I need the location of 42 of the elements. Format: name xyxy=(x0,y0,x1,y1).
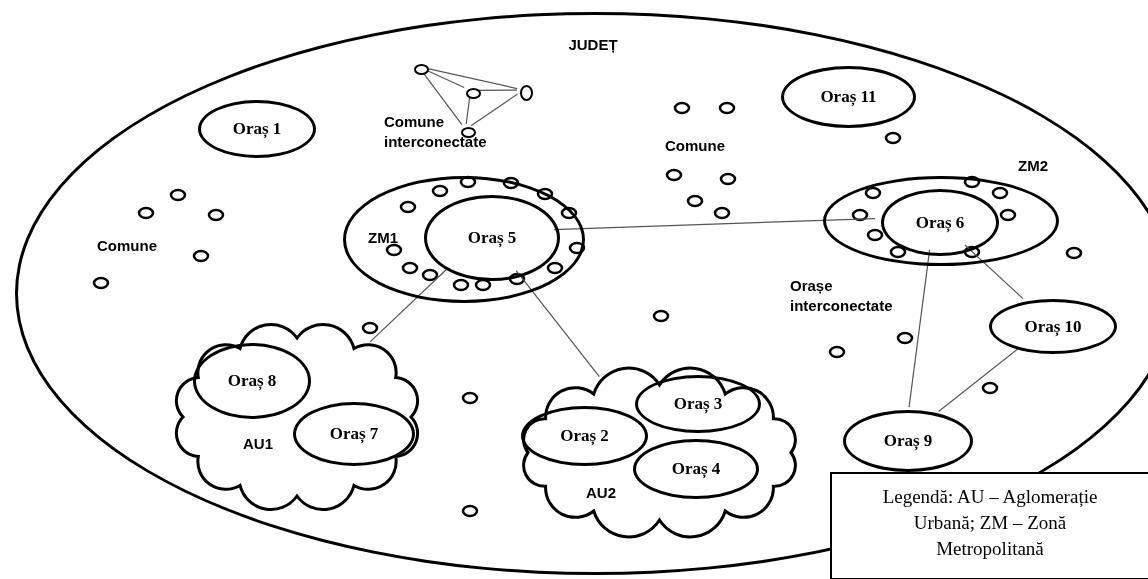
connector-line xyxy=(470,93,519,127)
city-label: Oraș 1 xyxy=(232,118,282,141)
connector-line xyxy=(964,244,1024,300)
ellipse-shape xyxy=(989,299,1117,354)
city-label: Oraș 3 xyxy=(673,393,723,416)
area-label: JUDEȚ xyxy=(568,34,618,55)
ellipse-shape xyxy=(881,189,999,256)
city-label: Oraș 7 xyxy=(329,423,379,446)
connector-line xyxy=(369,267,449,343)
ellipse-shape xyxy=(198,100,316,158)
city-label: Oraș 9 xyxy=(883,430,933,453)
area-label: ZM2 xyxy=(1018,155,1048,176)
ellipse-shape xyxy=(635,375,761,433)
ellipse-shape xyxy=(193,343,311,419)
city-label: Oraș 5 xyxy=(467,227,517,250)
ellipse-shape xyxy=(633,439,759,499)
area-label: Orașe interconectate xyxy=(790,276,894,316)
ellipse-shape xyxy=(343,176,585,303)
area-label: Comune xyxy=(665,136,726,156)
area-label: AU2 xyxy=(586,482,616,503)
connector-line xyxy=(553,217,876,231)
area-label: AU1 xyxy=(243,433,273,454)
connector-line xyxy=(938,347,1020,413)
city-label: Oraș 10 xyxy=(1024,315,1082,338)
connector-line xyxy=(515,269,600,378)
area-label: Comune xyxy=(97,236,158,256)
small-circle xyxy=(520,85,533,101)
area-label: ZM1 xyxy=(368,227,398,248)
city-label: Oraș 8 xyxy=(227,370,277,393)
city-label: Oraș 4 xyxy=(671,458,721,481)
small-circle xyxy=(466,88,481,99)
city-label: Oraș 6 xyxy=(915,211,965,234)
ellipse-shape xyxy=(781,66,916,128)
area-label: Comune interconectate xyxy=(384,112,488,152)
city-label: Oraș 2 xyxy=(560,425,609,448)
ellipse-shape xyxy=(521,406,648,466)
legend-text: Legendă: AU – Aglomerație Urbană; ZM – Zonă Metropolitană xyxy=(881,485,1099,561)
small-circle xyxy=(414,64,429,75)
ellipse-shape xyxy=(293,402,415,466)
ellipse-shape xyxy=(424,195,560,281)
small-circle xyxy=(461,127,476,138)
city-label: Oraș 11 xyxy=(820,86,877,109)
